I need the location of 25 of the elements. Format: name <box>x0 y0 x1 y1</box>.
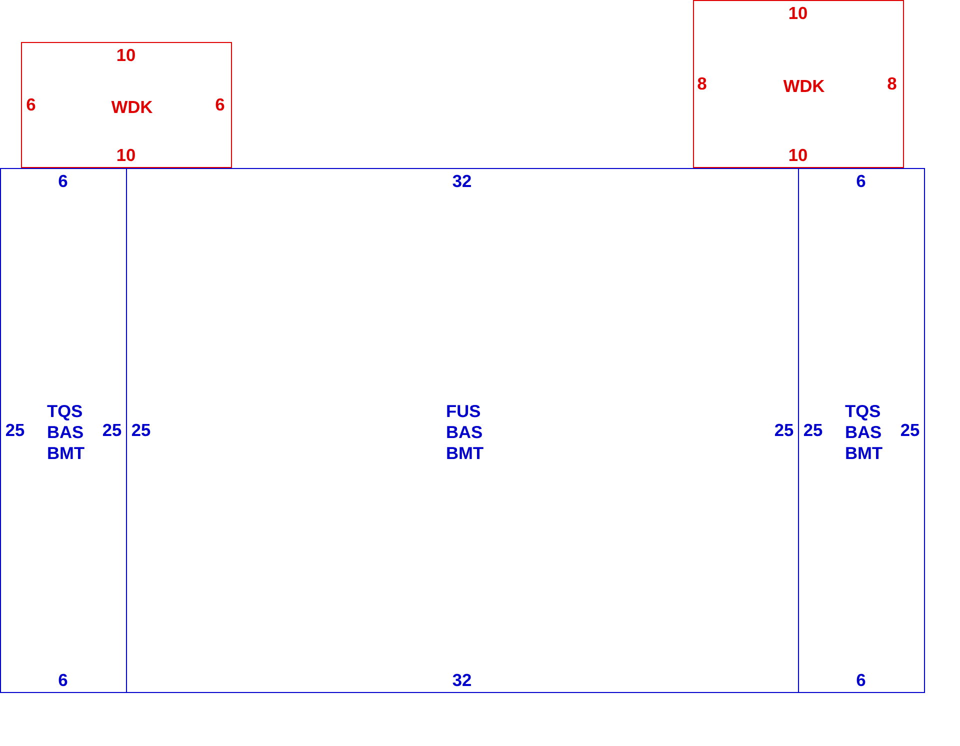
dimension-label: 8 <box>888 77 896 90</box>
dimension-label: 10 <box>117 48 135 62</box>
dimension-label: 6 <box>856 674 866 686</box>
dimension-label: 25 <box>804 424 822 436</box>
dimension-label: 6 <box>26 98 36 111</box>
dimension-label: 25 <box>6 424 24 436</box>
dimension-label: 25 <box>900 424 920 436</box>
region-box: 10 6 WDK 6 10 <box>21 42 232 168</box>
region-box: 6 25 TQS BAS BMT 25 6 <box>798 168 925 693</box>
region-box: 32 25 FUS BAS BMT 25 32 <box>126 168 799 693</box>
dimension-label: 6 <box>58 174 68 188</box>
dimension-label: 8 <box>698 77 706 90</box>
dimension-label: 25 <box>774 424 794 436</box>
dimension-label: 6 <box>856 174 866 188</box>
dimension-label: 6 <box>216 98 224 111</box>
dimension-label: 32 <box>452 174 471 188</box>
dimension-label: 25 <box>102 424 122 436</box>
dimension-label: 6 <box>58 674 68 686</box>
dimension-label: 10 <box>789 6 807 20</box>
dimension-label: 32 <box>452 674 471 686</box>
region-box: 6 25 TQS BAS BMT 25 6 <box>0 168 127 693</box>
dimension-label: 10 <box>117 148 135 162</box>
region-box: 10 8 WDK 8 10 <box>693 0 904 168</box>
dimension-label: 10 <box>789 148 807 162</box>
dimension-label: 25 <box>132 424 150 436</box>
